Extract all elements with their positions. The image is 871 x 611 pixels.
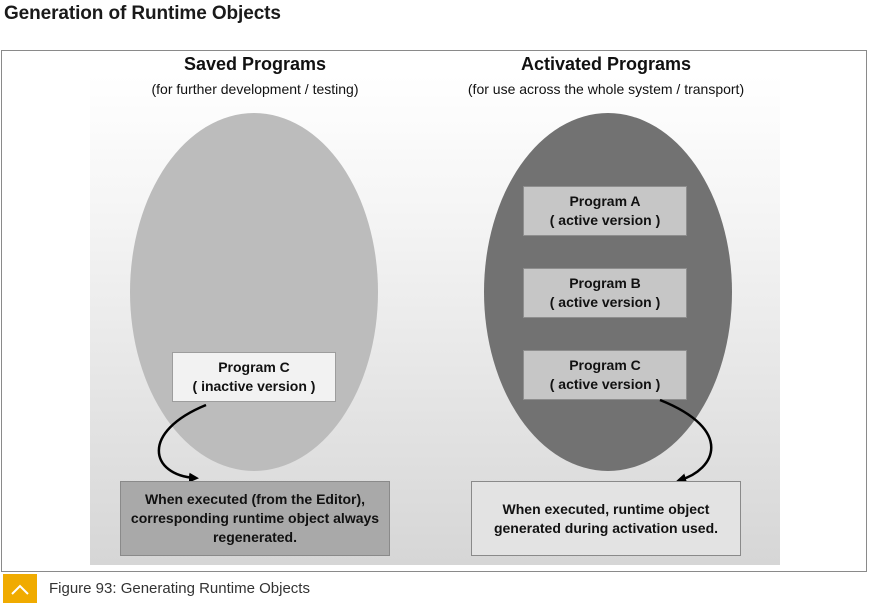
figure-caption: Figure 93: Generating Runtime Objects (49, 580, 310, 597)
program-version: ( active version ) (549, 376, 661, 392)
figure-caption-bar: Figure 93: Generating Runtime Objects (1, 571, 867, 605)
activated-programs-subtitle: (for use across the whole system / trans… (467, 81, 745, 97)
program-version: ( inactive version ) (192, 378, 316, 394)
program-name: Program A (569, 193, 641, 209)
program-c-inactive-box: Program C ( inactive version ) (172, 352, 336, 402)
saved-result-box: When executed (from the Editor), corresp… (120, 481, 390, 556)
chevron-up-icon[interactable] (3, 574, 37, 603)
saved-programs-subtitle: (for further development / testing) (151, 81, 359, 97)
program-name: Program C (218, 359, 290, 375)
program-c-active-box: Program C ( active version ) (523, 350, 687, 400)
activated-programs-heading: Activated Programs (for use across the w… (448, 54, 764, 97)
saved-programs-heading: Saved Programs (for further development … (118, 54, 392, 97)
active-arrow (659, 398, 713, 484)
program-name: Program C (569, 357, 641, 373)
program-b-active-box: Program B ( active version ) (523, 268, 687, 318)
page-title: Generation of Runtime Objects (4, 3, 281, 24)
program-a-active-box: Program A ( active version ) (523, 186, 687, 236)
activated-programs-title: Activated Programs (520, 54, 692, 74)
saved-programs-title: Saved Programs (183, 54, 327, 74)
program-version: ( active version ) (549, 294, 661, 310)
program-version: ( active version ) (549, 212, 661, 228)
saved-arrow (157, 403, 207, 483)
program-name: Program B (569, 275, 641, 291)
saved-programs-ellipse (130, 113, 378, 471)
activated-result-box: When executed, runtime object generated … (471, 481, 741, 556)
